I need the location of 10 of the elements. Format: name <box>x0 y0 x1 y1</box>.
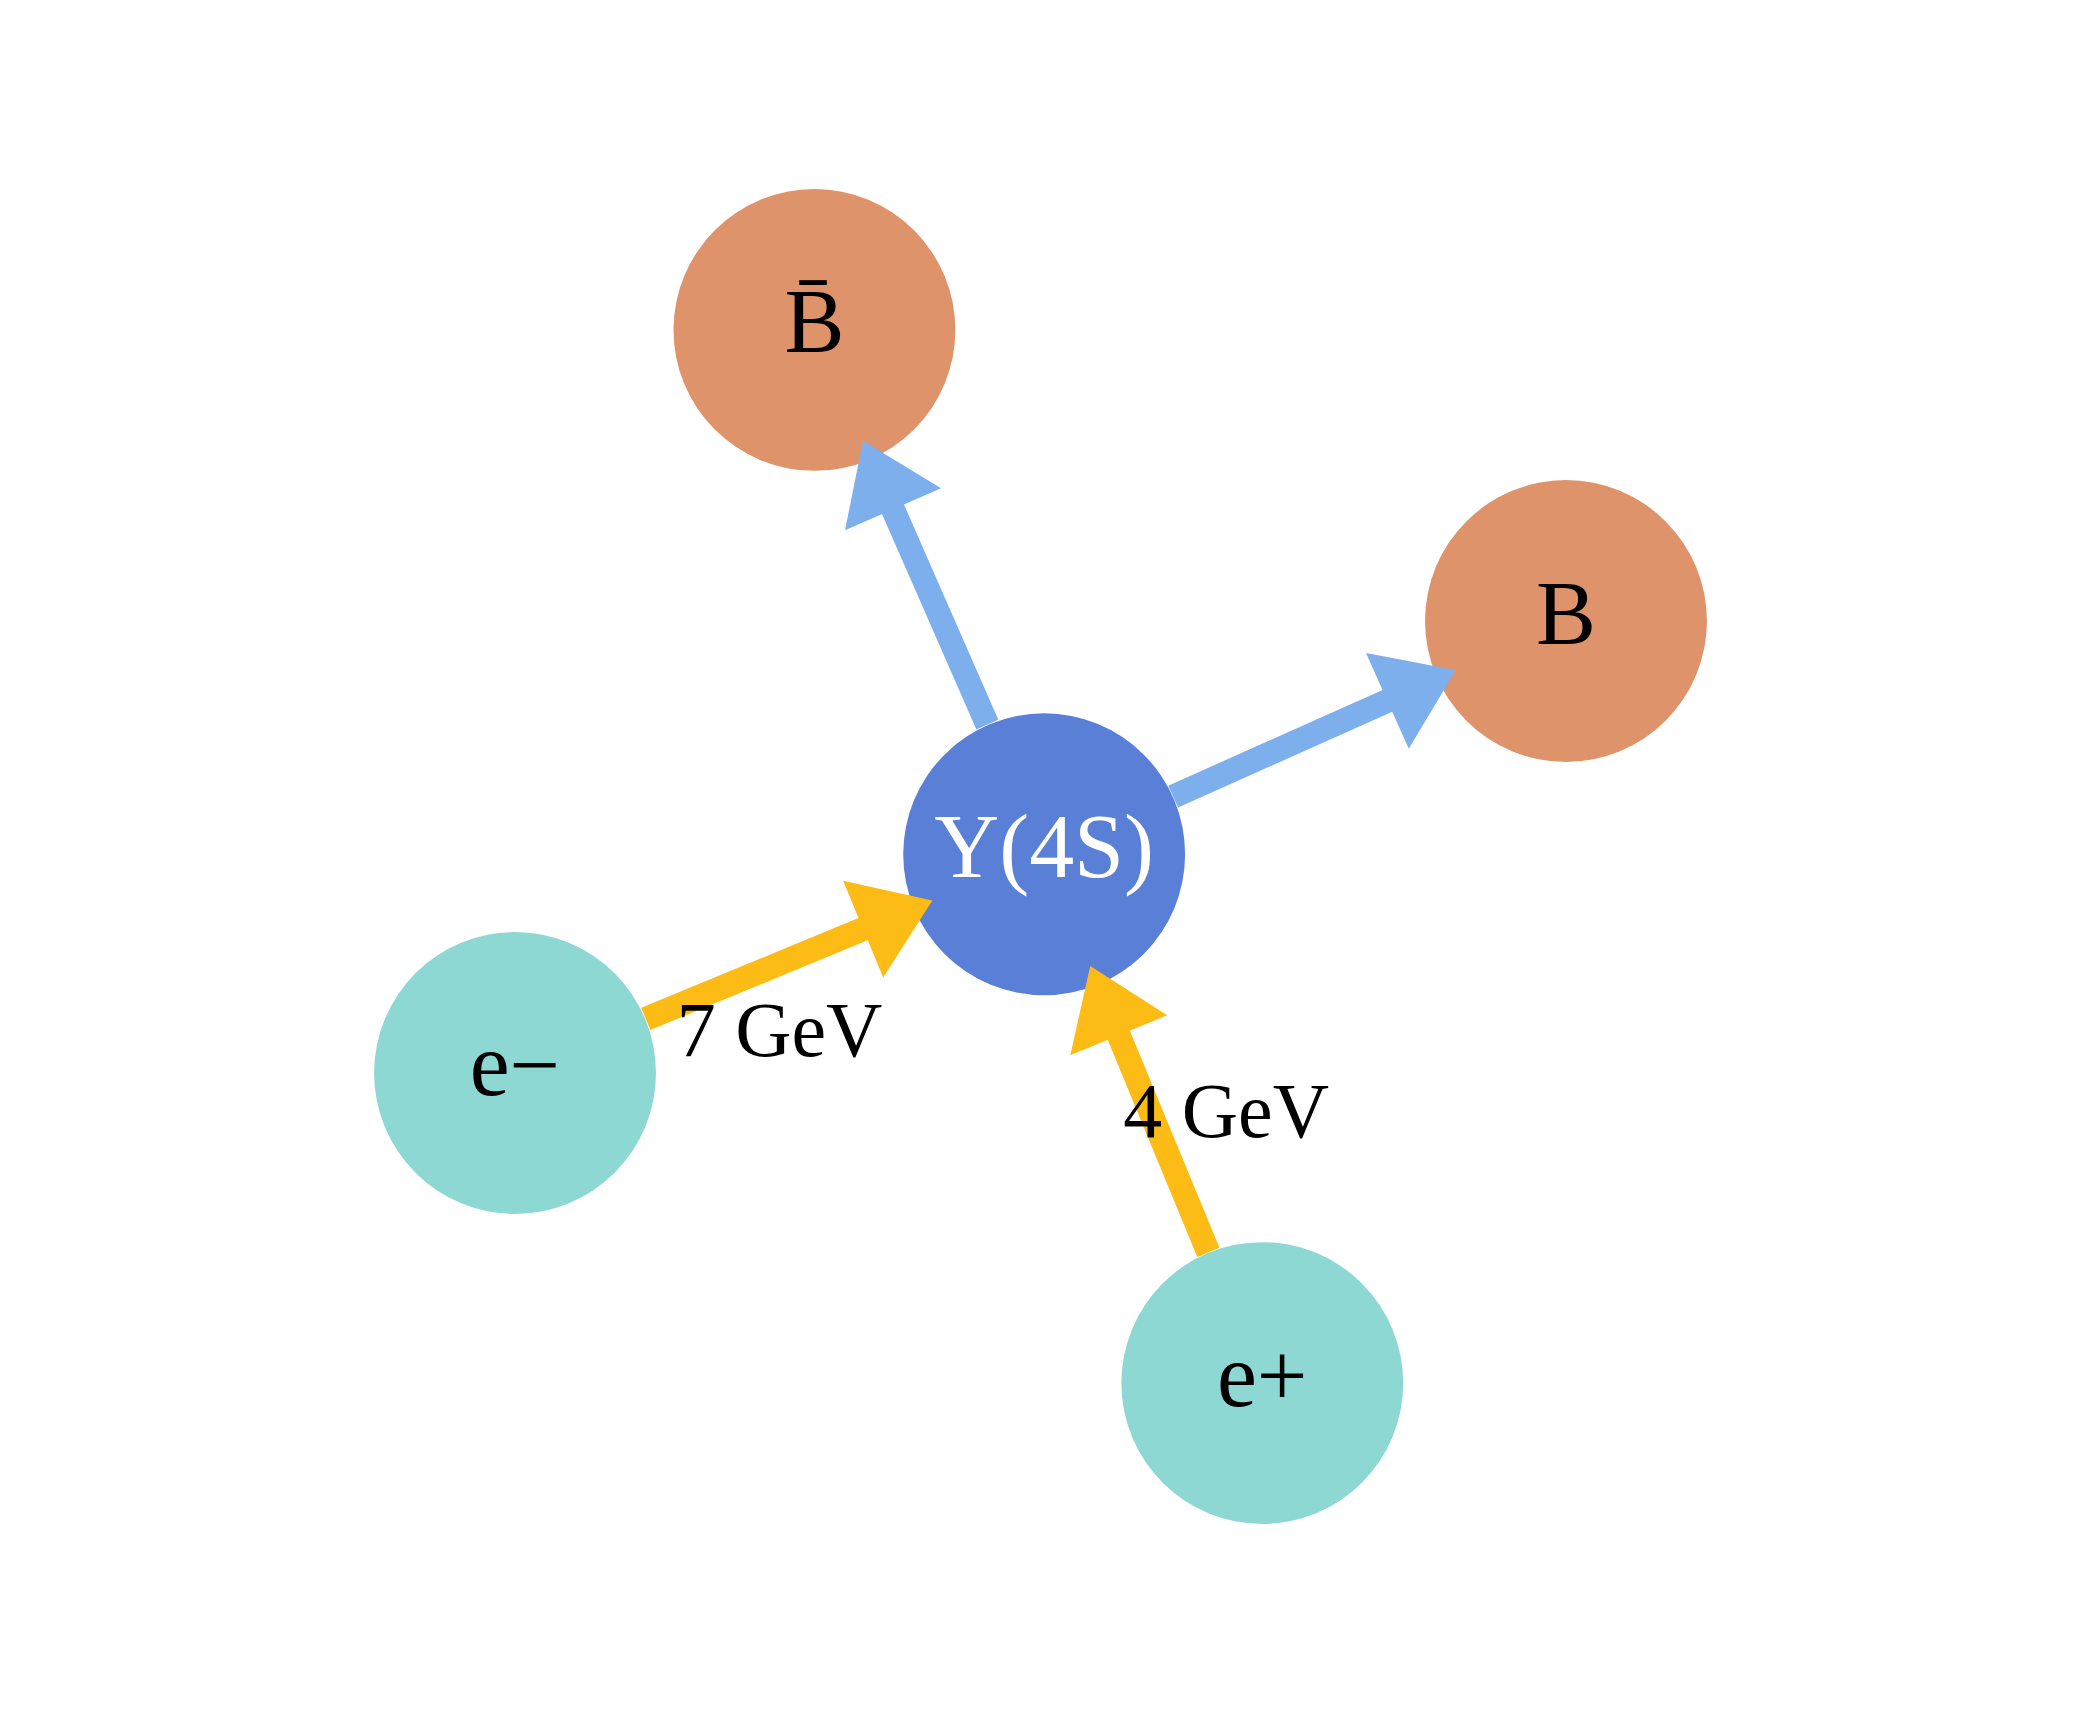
edge-label: 7 GeV <box>676 986 882 1073</box>
arrow <box>844 440 998 730</box>
node-circle: Υ(4S) <box>902 713 1185 996</box>
node-circle: e+ <box>1120 1242 1403 1524</box>
node-circle: B <box>1424 480 1707 762</box>
node-circle: e− <box>373 932 656 1214</box>
node-circle: B̄ <box>673 189 955 471</box>
arrow <box>1069 966 1219 1257</box>
arrow <box>1167 653 1456 808</box>
arrow <box>640 880 932 1030</box>
